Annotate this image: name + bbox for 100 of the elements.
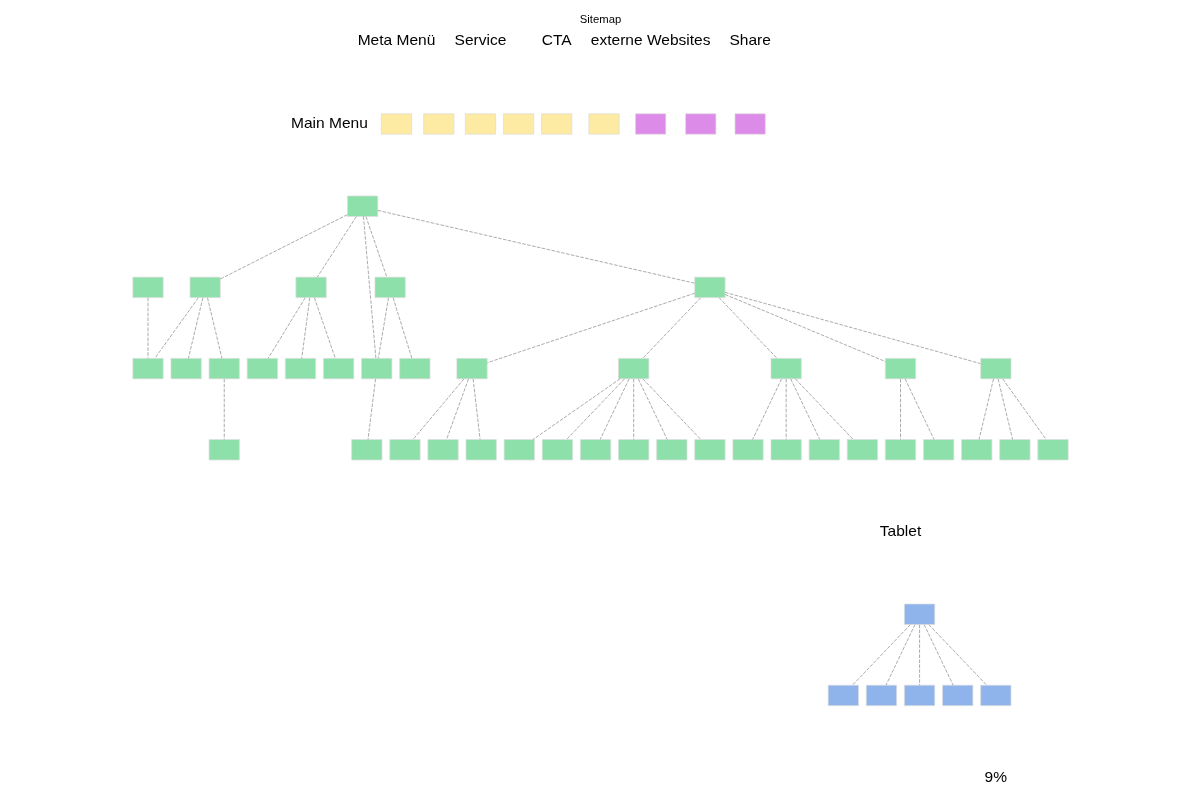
node-box (1036, 439, 1069, 461)
node-box (374, 276, 406, 298)
node-box (503, 439, 535, 461)
connector (377, 297, 389, 359)
connector (486, 292, 695, 364)
node-box (540, 113, 572, 135)
connector (392, 297, 412, 359)
node-box (617, 439, 649, 461)
connector (904, 378, 934, 440)
node-box (770, 358, 802, 380)
label: Main Menu (290, 113, 368, 131)
node-box (884, 358, 916, 380)
node-box (502, 113, 534, 135)
node-box (941, 684, 973, 707)
connector (599, 378, 629, 440)
label: Tablet (879, 521, 921, 539)
node-box (734, 113, 766, 135)
connector (445, 378, 469, 440)
connector (885, 624, 915, 686)
connector (642, 378, 701, 440)
connector (997, 378, 1013, 440)
connector (154, 297, 199, 359)
node-box (350, 439, 382, 461)
connector (362, 216, 376, 359)
node-box (346, 195, 378, 217)
connector (851, 624, 911, 686)
node-box (388, 439, 420, 461)
label: Service (454, 30, 506, 48)
node-box (693, 276, 725, 298)
connector (928, 624, 987, 686)
node-box (131, 358, 164, 380)
node-box (588, 113, 620, 135)
node-box (360, 358, 392, 380)
connector (899, 378, 901, 440)
connector (785, 378, 786, 440)
connector (532, 378, 620, 440)
node-box (541, 439, 573, 461)
connector (412, 378, 464, 440)
diagram-title: Sitemap (579, 12, 621, 25)
connector (794, 378, 854, 440)
node-box (903, 684, 935, 707)
node-box (422, 113, 454, 135)
node-box (979, 358, 1011, 380)
node-box (208, 358, 240, 380)
connector (267, 297, 305, 359)
node-box (846, 439, 878, 461)
node-box (960, 439, 992, 461)
connector (718, 297, 777, 359)
connector (751, 378, 782, 440)
node-box (456, 358, 488, 380)
node-box (579, 439, 611, 461)
node-box (922, 439, 954, 461)
node-box (427, 439, 459, 461)
node-box (170, 358, 202, 380)
node-box (903, 603, 935, 625)
connector (187, 297, 203, 359)
node-box (827, 684, 859, 707)
node-box (464, 113, 496, 135)
connector (316, 216, 357, 278)
connector (219, 214, 348, 280)
node-box (634, 113, 666, 135)
node-box (865, 684, 897, 707)
connector (724, 292, 981, 364)
node-box (208, 439, 240, 461)
connector (978, 378, 994, 440)
connector (223, 378, 225, 440)
connector (918, 624, 920, 686)
connector (472, 378, 480, 440)
node-box (998, 439, 1030, 461)
node-box (770, 439, 802, 461)
connector (365, 216, 387, 278)
connector (632, 378, 634, 440)
node-box (380, 113, 412, 135)
connector (923, 624, 953, 686)
node-box (295, 276, 327, 298)
node-box (693, 439, 725, 461)
node-box (979, 684, 1011, 707)
node-box (246, 358, 278, 380)
node-box (684, 113, 716, 135)
connector (313, 297, 336, 359)
connector (565, 378, 625, 440)
label: 9% (984, 767, 1007, 785)
node-box (131, 276, 164, 298)
connector (1001, 378, 1046, 440)
connector (637, 378, 668, 440)
label: externe Websites (590, 30, 710, 48)
label: Meta Menü (357, 30, 435, 48)
connector (789, 378, 820, 440)
connector (367, 378, 376, 440)
node-box (655, 439, 687, 461)
node-box (808, 439, 840, 461)
node-box (732, 439, 764, 461)
node-box (189, 276, 221, 298)
connector (206, 297, 222, 359)
node-box (398, 358, 430, 380)
label: CTA (541, 30, 572, 48)
node-box (884, 439, 916, 461)
connector (377, 210, 695, 284)
connector (147, 297, 148, 359)
connector (300, 297, 310, 359)
